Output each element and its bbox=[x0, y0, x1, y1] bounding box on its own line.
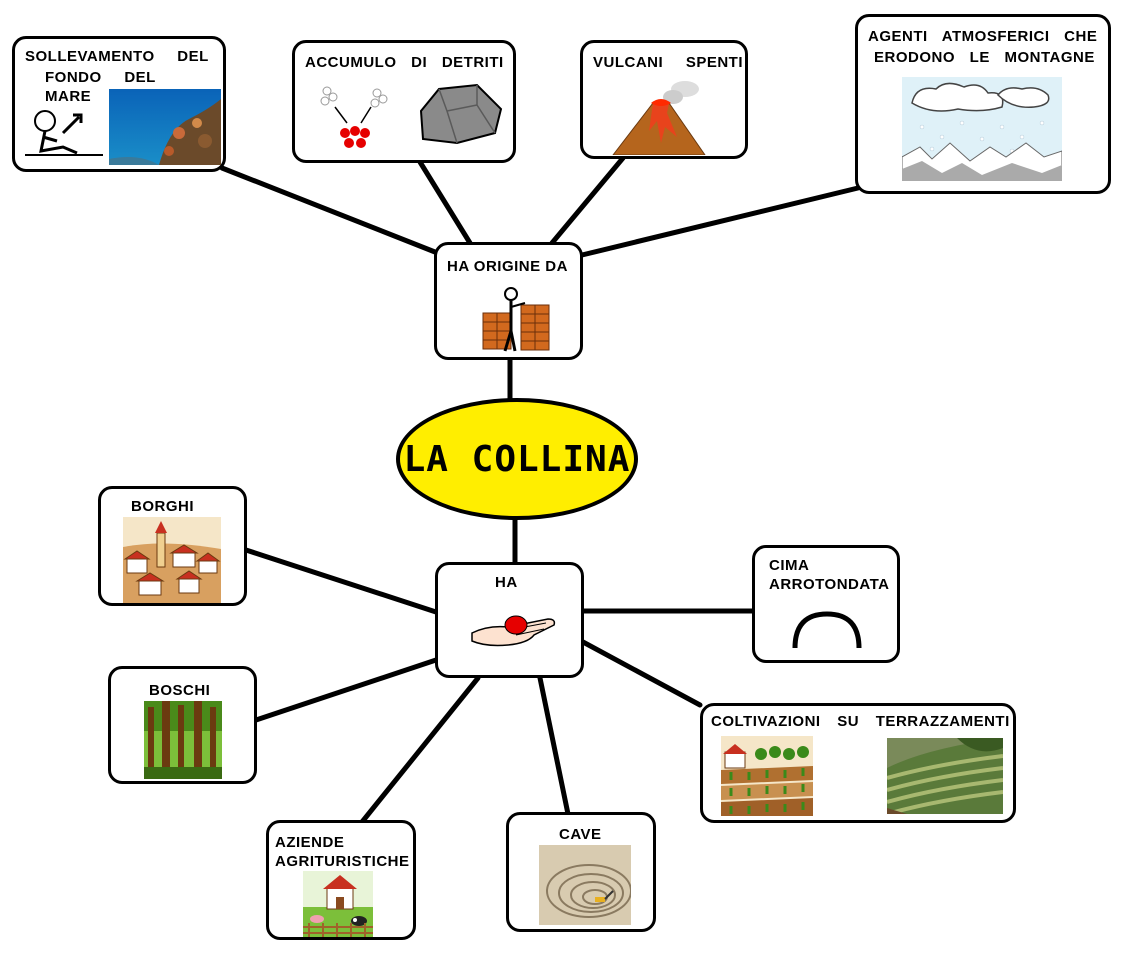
hand-holding-ball-icon bbox=[471, 615, 556, 647]
volcano-icon bbox=[612, 81, 706, 155]
quarry-icon bbox=[539, 845, 631, 925]
feature-coltivazioni: COLTIVAZIONI SU TERRAZZAMENTI bbox=[700, 703, 1016, 823]
link-has-coltivazioni bbox=[580, 639, 703, 708]
link-has-borghi bbox=[243, 547, 439, 615]
feature-coltivazioni-label: COLTIVAZIONI SU TERRAZZAMENTI bbox=[711, 713, 1010, 730]
origin-agenti: AGENTI ATMOSFERICI CHE ERODONO LE MONTAG… bbox=[855, 14, 1111, 194]
link-origin-sollevamento bbox=[219, 165, 438, 255]
hub-origin: HA ORIGINE DA bbox=[434, 242, 583, 360]
accumulating-particles-icon bbox=[320, 86, 388, 148]
feature-cave: CAVE bbox=[506, 812, 656, 932]
link-origin-accumulo bbox=[417, 159, 473, 246]
feature-boschi: BOSCHI bbox=[108, 666, 257, 784]
feature-cima-label-2: ARROTONDATA bbox=[769, 576, 890, 593]
link-origin-vulcani bbox=[549, 155, 626, 246]
origin-agenti-label-1: AGENTI ATMOSFERICI CHE bbox=[868, 28, 1098, 45]
origin-sollevamento-label-2: FONDO DEL MARE bbox=[45, 69, 156, 105]
feature-aziende: AZIENDE AGRITURISTICHE bbox=[266, 820, 416, 940]
hub-has: HA bbox=[435, 562, 584, 678]
snow-clouds-mountains-icon bbox=[902, 77, 1062, 181]
origin-accumulo-label: ACCUMULO DI DETRITI bbox=[305, 54, 504, 71]
origin-accumulo: ACCUMULO DI DETRITI bbox=[292, 40, 516, 163]
feature-cave-label: CAVE bbox=[559, 826, 602, 843]
village-icon bbox=[123, 517, 221, 603]
feature-borghi: BORGHI bbox=[98, 486, 247, 606]
origin-agenti-label-2: ERODONO LE MONTAGNE bbox=[874, 49, 1095, 66]
origin-vulcani-label: VULCANI SPENTI bbox=[593, 54, 744, 71]
hub-origin-label: HA ORIGINE DA bbox=[447, 258, 568, 275]
feature-aziende-label-2: AGRITURISTICHE bbox=[275, 853, 410, 870]
link-has-cave bbox=[537, 675, 571, 817]
feature-aziende-label-1: AZIENDE bbox=[275, 834, 345, 851]
farmhouse-icon bbox=[303, 871, 373, 937]
origin-sollevamento: SOLLEVAMENTO DEL FONDO DEL MARE bbox=[12, 36, 226, 172]
terraced-hill-photo bbox=[887, 738, 1003, 814]
link-origin-agenti bbox=[579, 185, 861, 258]
forest-icon bbox=[144, 701, 222, 779]
terraced-fields-icon bbox=[721, 736, 813, 816]
feature-boschi-label: BOSCHI bbox=[149, 682, 211, 699]
central-topic-title: LA COLLINA bbox=[403, 438, 631, 480]
seabed-coral-photo bbox=[109, 89, 221, 165]
origin-vulcani: VULCANI SPENTI bbox=[580, 40, 748, 159]
feature-cima: CIMA ARROTONDATA bbox=[752, 545, 900, 663]
person-rising-arrow-icon bbox=[25, 110, 103, 156]
builder-brick-wall-icon bbox=[482, 287, 550, 352]
hub-has-label: HA bbox=[495, 574, 518, 591]
feature-borghi-label: BORGHI bbox=[131, 498, 194, 515]
link-has-boschi bbox=[253, 657, 439, 723]
rock-icon bbox=[419, 83, 503, 145]
link-has-aziende bbox=[359, 675, 481, 825]
central-topic: LA COLLINA bbox=[396, 398, 638, 520]
rounded-arc-icon bbox=[792, 611, 862, 649]
feature-cima-label-1: CIMA bbox=[769, 557, 810, 574]
origin-sollevamento-label-1: SOLLEVAMENTO DEL bbox=[25, 48, 209, 65]
